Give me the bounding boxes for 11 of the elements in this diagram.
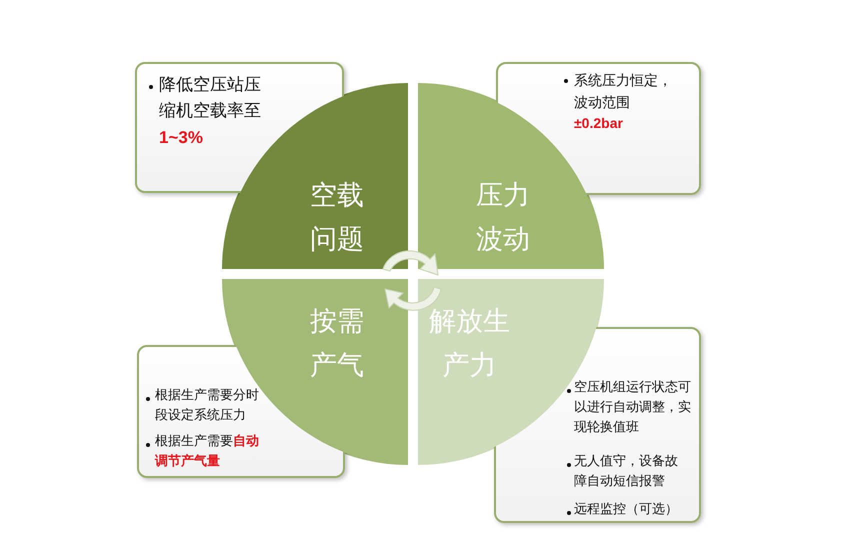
bullet-text: 根据生产需要分时段设定系统压力	[155, 386, 260, 424]
quadrant-title: 解放生产力	[428, 305, 511, 382]
bullet-text: 无人值守，设备故障自动短信报警	[574, 452, 679, 490]
bullet-text: 系统压力恒定，波动范围±0.2bar	[574, 71, 673, 134]
quadrant-title: 空载问题	[309, 179, 365, 256]
quadrant-title: 压力波动	[475, 179, 531, 256]
bullet-text: 根据生产需要自动调节产气量	[155, 432, 260, 470]
bullet-text: 空压机组运行状态可以进行自动调整，实现轮换值班	[574, 378, 692, 436]
bullet-text: 降低空压站压缩机空载率至1~3%	[159, 74, 262, 149]
quadrant-title: 按需产气	[309, 305, 365, 382]
bullet-text: 远程监控（可选）	[574, 500, 679, 518]
